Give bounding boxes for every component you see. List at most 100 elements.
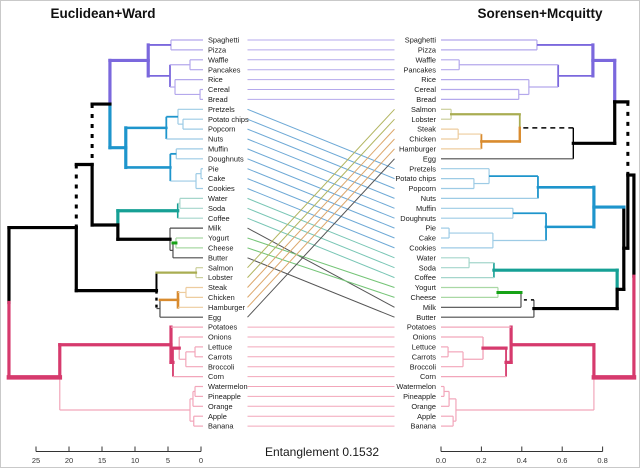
leaf-label: Orange — [208, 402, 233, 411]
leaf-label: Cheese — [208, 244, 233, 253]
leaf-label: Nuts — [421, 194, 437, 203]
leaf-label: Chicken — [409, 135, 436, 144]
leaf-label: Water — [208, 194, 228, 203]
leaf-label: Soda — [419, 263, 437, 272]
leaf-label: Pineapple — [403, 392, 436, 401]
leaf-label: Rice — [208, 75, 223, 84]
leaf-label: Hamburger — [399, 145, 437, 154]
leaf-label: Steak — [208, 283, 227, 292]
leaf-label: Potato chips — [208, 115, 249, 124]
leaf-label: Milk — [208, 224, 221, 233]
leaf-label: Waffle — [415, 55, 436, 64]
leaf-label: Waffle — [208, 55, 229, 64]
axis-tick-label: 0.6 — [557, 456, 567, 465]
leaf-label: Spaghetti — [405, 36, 437, 45]
connection-line — [247, 148, 395, 308]
connection-line — [247, 138, 395, 298]
axis-tick-label: 20 — [65, 456, 73, 465]
leaf-label: Pineapple — [208, 392, 241, 401]
connection-line — [247, 138, 395, 199]
leaf-label: Onions — [208, 333, 232, 342]
leaf-label: Salmon — [411, 105, 436, 114]
entanglement-label: Entanglement 0.1532 — [265, 445, 379, 459]
leaf-label: Bread — [416, 95, 436, 104]
leaf-label: Steak — [417, 125, 436, 134]
leaf-label: Potatoes — [407, 323, 436, 332]
connection-line — [247, 158, 395, 318]
leaf-label: Milk — [423, 303, 436, 312]
leaf-label: Pretzels — [409, 164, 436, 173]
leaf-label: Pizza — [208, 46, 227, 55]
leaf-label: Lobster — [208, 273, 233, 282]
leaf-label: Pie — [208, 164, 219, 173]
leaf-label: Orange — [411, 402, 436, 411]
leaf-label: Potatoes — [208, 323, 237, 332]
leaf-label: Coffee — [414, 273, 436, 282]
leaf-label: Cereal — [414, 85, 436, 94]
leaf-label: Yogurt — [208, 234, 229, 243]
right-dendrogram-title: Sorensen+Mcquitty — [478, 6, 603, 21]
connection-line — [247, 247, 395, 298]
leaf-label: Broccoli — [410, 362, 437, 371]
leaf-label: Corn — [420, 372, 436, 381]
leaf-label: Banana — [208, 422, 234, 431]
leaf-label: Salmon — [208, 263, 233, 272]
leaf-label: Pie — [425, 224, 436, 233]
axis-tick-label: 10 — [131, 456, 139, 465]
axis-tick-label: 0 — [199, 456, 203, 465]
leaf-label: Yogurt — [415, 283, 436, 292]
leaf-label: Coffee — [208, 214, 230, 223]
leaf-label: Egg — [423, 154, 436, 163]
leaf-label: Corn — [208, 372, 224, 381]
leaf-label: Doughnuts — [208, 154, 244, 163]
connection-line — [247, 227, 395, 308]
connection-line — [247, 237, 395, 288]
connection-line — [247, 148, 395, 209]
leaf-label: Carrots — [208, 352, 233, 361]
axis-tick-label: 0.8 — [597, 456, 607, 465]
leaf-label: Nuts — [208, 135, 224, 144]
connection-line — [247, 128, 395, 288]
axis-tick-label: 0.0 — [436, 456, 446, 465]
leaf-label: Bread — [208, 95, 228, 104]
connection-line — [247, 118, 395, 180]
leaf-label: Pretzels — [208, 105, 235, 114]
leaf-label: Watermelon — [208, 382, 248, 391]
leaf-label: Cereal — [208, 85, 230, 94]
connection-lines — [247, 39, 395, 427]
left-dendrogram-title: Euclidean+Ward — [51, 6, 156, 21]
leaf-label: Banana — [411, 422, 437, 431]
axis-tick-label: 5 — [166, 456, 170, 465]
leaf-label: Cheese — [411, 293, 436, 302]
leaf-label: Potato chips — [395, 174, 436, 183]
leaf-label: Butter — [416, 313, 436, 322]
leaf-label: Apple — [417, 412, 436, 421]
axis-tick-label: 0.4 — [517, 456, 527, 465]
leaf-label: Onions — [413, 333, 437, 342]
leaf-label: Doughnuts — [400, 214, 436, 223]
leaf-label: Egg — [208, 313, 221, 322]
leaf-label: Cake — [208, 174, 225, 183]
connection-line — [247, 108, 395, 269]
connection-line — [247, 118, 395, 278]
leaf-label: Muffin — [208, 145, 228, 154]
leaf-label: Lobster — [411, 115, 436, 124]
leaf-label: Cake — [419, 234, 436, 243]
leaf-label: Pancakes — [404, 65, 437, 74]
leaf-label: Hamburger — [208, 303, 246, 312]
leaf-label: Popcorn — [208, 125, 236, 134]
leaf-label: Cookies — [409, 244, 436, 253]
leaf-label: Lettuce — [412, 343, 436, 352]
connection-line — [247, 257, 395, 318]
leaf-label: Chicken — [208, 293, 235, 302]
leaf-label: Broccoli — [208, 362, 235, 371]
left-dendrogram: SpaghettiPizzaWafflePancakesRiceCerealBr… — [6, 36, 249, 431]
leaf-label: Watermelon — [396, 382, 436, 391]
axis-tick-label: 15 — [98, 456, 106, 465]
leaf-label: Popcorn — [408, 184, 436, 193]
leaf-label: Pizza — [418, 46, 437, 55]
